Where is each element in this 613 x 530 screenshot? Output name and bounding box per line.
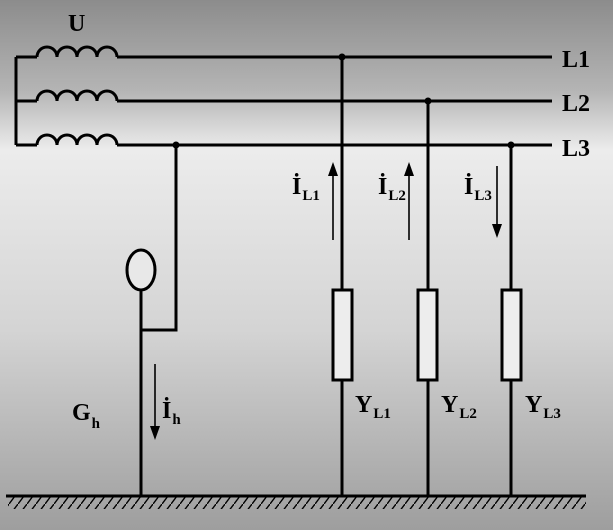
generator-branch: [125, 145, 178, 496]
admittance-yl2: [416, 288, 439, 382]
admittance-label-yl1: YL1: [355, 392, 391, 422]
line-label-l2: L2: [562, 91, 590, 117]
admittance-yl3: [500, 288, 523, 382]
phase-lines: [117, 55, 552, 147]
coil-l1: [35, 45, 119, 58]
labels: U L1 L2 L3 Gh İh İL1 İL2 İL3 YL1 YL2 YL3: [68, 11, 590, 432]
current-label-il2: İL2: [378, 174, 406, 204]
admittance-label-yl3: YL3: [525, 392, 561, 422]
load-branches: [340, 57, 513, 496]
source-coils: [14, 45, 119, 147]
generator-symbol: [125, 248, 157, 292]
coil-l3: [35, 133, 119, 146]
line-label-l1: L1: [562, 47, 590, 73]
generator-current-label: İh: [162, 398, 181, 428]
current-label-il3: İL3: [464, 174, 492, 204]
admittance-label-yl2: YL2: [441, 392, 477, 422]
current-arrows: [150, 162, 502, 440]
generator-label: Gh: [72, 400, 101, 432]
ground: [6, 494, 586, 509]
admittances: [331, 288, 523, 382]
coil-l2: [35, 89, 119, 102]
line-label-l3: L3: [562, 136, 590, 162]
admittance-yl1: [331, 288, 354, 382]
current-label-il1: İL1: [292, 174, 320, 204]
source-label: U: [68, 11, 85, 37]
ground-hatch: [8, 497, 586, 509]
